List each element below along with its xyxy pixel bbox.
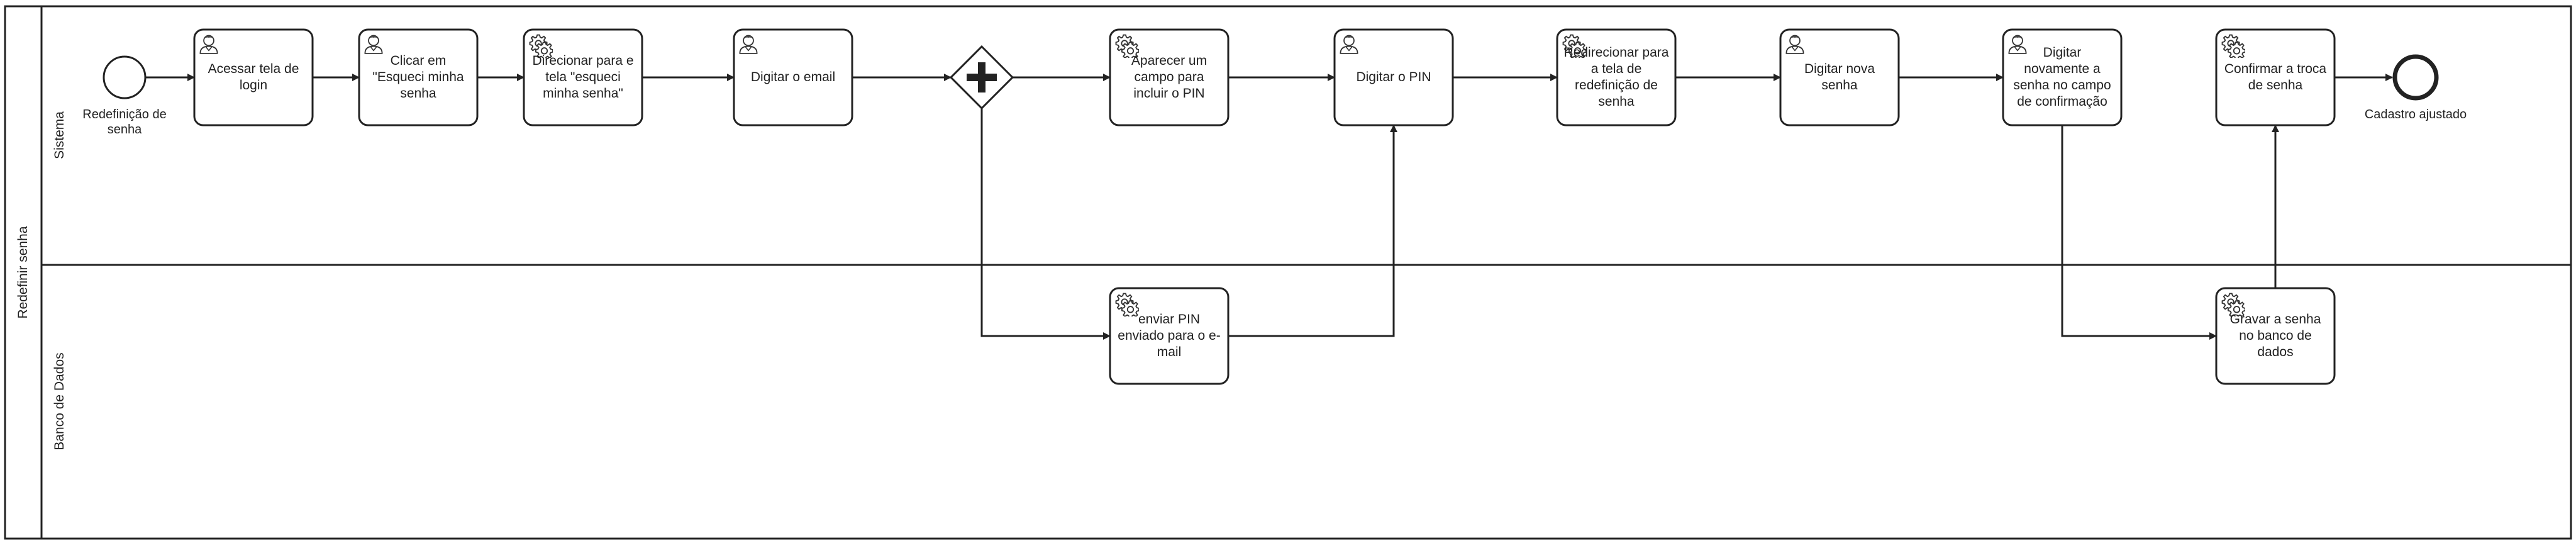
task-t4[interactable] xyxy=(733,28,853,126)
task-box[interactable] xyxy=(1779,28,1900,126)
task-box[interactable] xyxy=(1109,287,1230,385)
task-box[interactable] xyxy=(523,28,643,126)
start-event[interactable] xyxy=(103,55,147,99)
pool-label: Redefinir senha xyxy=(16,226,30,318)
end-event-label: Cadastro ajustado xyxy=(2364,108,2467,121)
start-event-label: Redefinição de senha xyxy=(82,108,167,137)
task-box[interactable] xyxy=(733,28,853,126)
task-label: Acessar tela de login xyxy=(208,62,299,92)
task-label: Confirmar a troca de senha xyxy=(2224,62,2327,92)
task-t6[interactable] xyxy=(1333,28,1454,126)
parallel-gateway[interactable] xyxy=(949,45,1014,110)
task-label: Direcionar para e tela "esqueci minha se… xyxy=(532,53,634,101)
task-layer xyxy=(193,28,2336,385)
flow-t11-to-t6[interactable] xyxy=(1228,125,1397,337)
task-label: Redirecionar para a tela de redefinição … xyxy=(1563,45,1669,109)
task-box[interactable] xyxy=(358,28,479,126)
task-label: Digitar nova senha xyxy=(1804,62,1875,92)
task-t8[interactable] xyxy=(1779,28,1900,126)
task-label: enviar PIN enviado para o e-mail xyxy=(1118,312,1221,359)
task-box[interactable] xyxy=(1109,28,1230,126)
task-t11[interactable] xyxy=(1109,287,1230,385)
lane-label-banco-de-dados: Banco de Dados xyxy=(52,352,67,450)
task-label: Digitar o PIN xyxy=(1356,70,1431,84)
pool-border xyxy=(4,5,2572,540)
task-t7[interactable] xyxy=(1556,28,1677,126)
task-t12[interactable] xyxy=(2215,287,2336,385)
sequence-flows xyxy=(146,74,2393,340)
flow-gateway-to-t11[interactable] xyxy=(980,108,1111,340)
lane-label-sistema: Sistema xyxy=(52,111,67,159)
flow-t9-to-t12[interactable] xyxy=(2061,125,2217,340)
task-box[interactable] xyxy=(193,28,314,126)
task-t2[interactable] xyxy=(358,28,479,126)
task-label: Gravar a senha no banco de dados xyxy=(2229,312,2321,359)
task-label: Clicar em "Esqueci minha senha xyxy=(372,53,464,101)
task-t9[interactable] xyxy=(2002,28,2123,126)
task-label: Digitar novamente a senha no campo de co… xyxy=(2013,45,2111,109)
task-label: Digitar o email xyxy=(750,70,836,84)
task-label: Aparecer um campo para incluir o PIN xyxy=(1131,53,1208,101)
task-t5[interactable] xyxy=(1109,28,1230,126)
task-box[interactable] xyxy=(2215,287,2336,385)
task-t10[interactable] xyxy=(2215,28,2336,126)
plus-icon xyxy=(967,62,997,92)
task-t1[interactable] xyxy=(193,28,314,126)
task-box[interactable] xyxy=(1333,28,1454,126)
task-box[interactable] xyxy=(2215,28,2336,126)
end-event[interactable] xyxy=(2392,54,2439,101)
task-box[interactable] xyxy=(1556,28,1677,126)
task-box[interactable] xyxy=(2002,28,2123,126)
task-t3[interactable] xyxy=(523,28,643,126)
